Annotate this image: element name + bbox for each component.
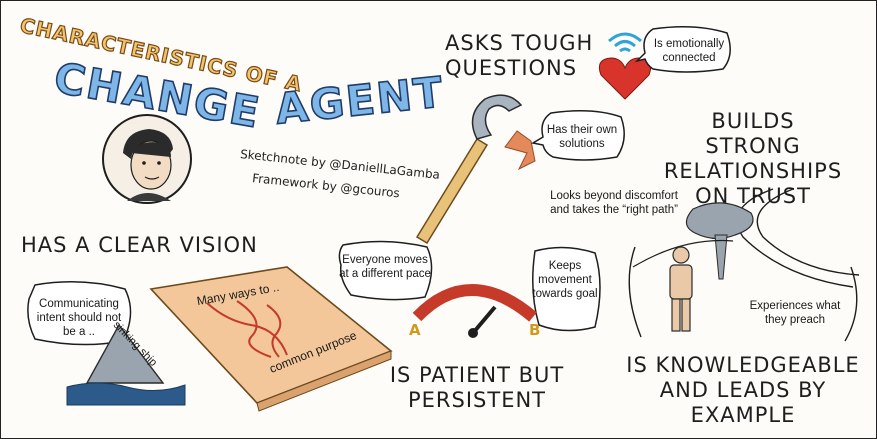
heading-tough-questions: ASKS TOUGH QUESTIONS bbox=[445, 31, 594, 80]
board-illustration bbox=[149, 266, 393, 412]
bubble-everyone bbox=[338, 240, 433, 301]
road-illustration bbox=[632, 188, 860, 288]
author-portrait bbox=[102, 114, 192, 204]
note-own-solutions: Has their own solutions bbox=[546, 124, 618, 150]
bubble-emotionally bbox=[634, 26, 731, 73]
note-preach: Experiences what they preach bbox=[749, 300, 841, 326]
note-beyond-discomfort: Looks beyond discomfort and takes the “r… bbox=[550, 190, 678, 216]
note-keeps: Keeps movement towards goal bbox=[532, 260, 598, 300]
note-communicating: Communicating intent should not be a .. bbox=[36, 298, 122, 338]
gauge-label-b: B bbox=[529, 321, 542, 339]
gauge-label-a: A bbox=[409, 321, 422, 339]
heading-clear-vision: HAS A CLEAR VISION bbox=[21, 233, 258, 257]
gauge-icon bbox=[412, 284, 537, 338]
shark-fin-icon bbox=[66, 323, 186, 406]
note-emotionally: Is emotionally connected bbox=[653, 38, 725, 64]
wifi-icon bbox=[608, 32, 642, 53]
person-icon bbox=[669, 246, 693, 332]
bubble-preach bbox=[628, 246, 858, 342]
heading-knowledgeable: IS KNOWLEDGEABLE AND LEADS BY EXAMPLE bbox=[626, 353, 860, 427]
bubble-own-solutions bbox=[530, 110, 625, 161]
wrench-icon bbox=[415, 94, 536, 245]
note-everyone: Everyone moves at a different pace bbox=[339, 254, 431, 280]
bubble-keeps bbox=[532, 246, 601, 332]
heading-patient: IS PATIENT BUT PERSISTENT bbox=[389, 363, 565, 412]
